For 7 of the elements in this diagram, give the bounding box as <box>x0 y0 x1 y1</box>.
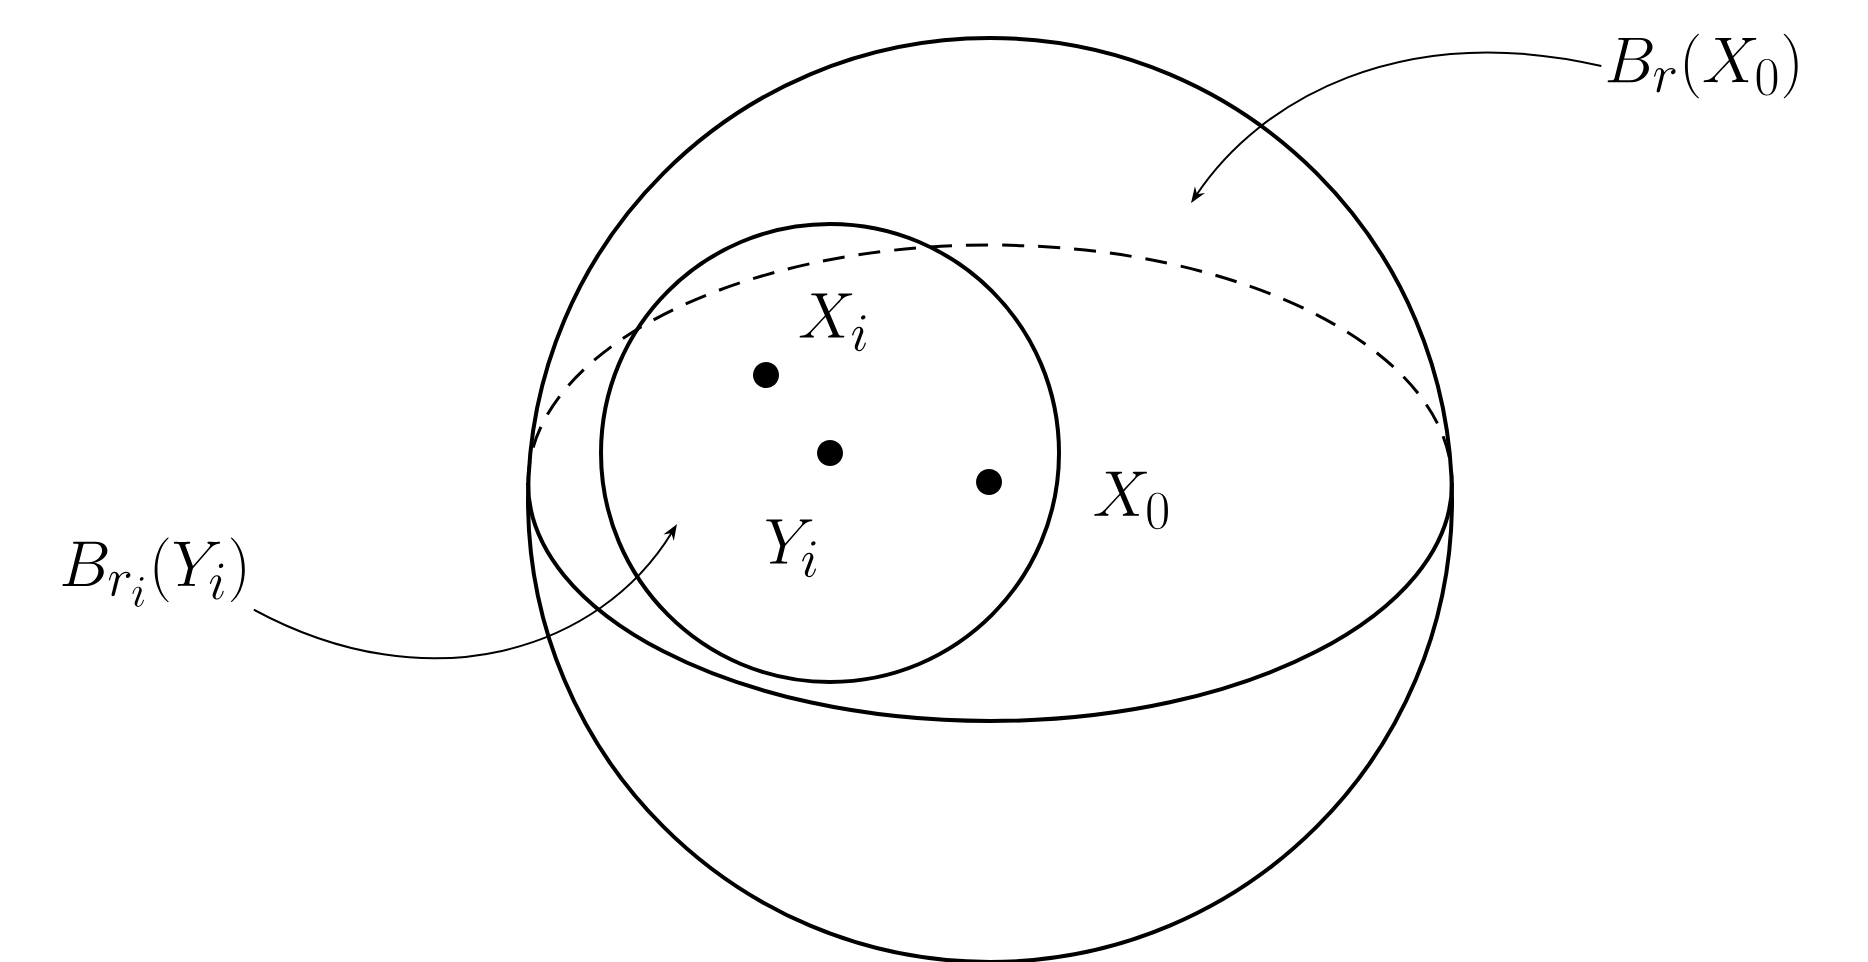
ball-outline <box>599 222 1061 684</box>
formula-label: $B_{r_i}(Y_i)$ <box>62 537 245 607</box>
point-label: $X_0$ <box>1094 471 1168 530</box>
ball-outline <box>526 36 1454 962</box>
point-label: $X_i$ <box>799 293 866 352</box>
point-label: $Y_i$ <box>766 519 816 578</box>
formula-label: $B_r(X_0)$ <box>1607 33 1798 99</box>
